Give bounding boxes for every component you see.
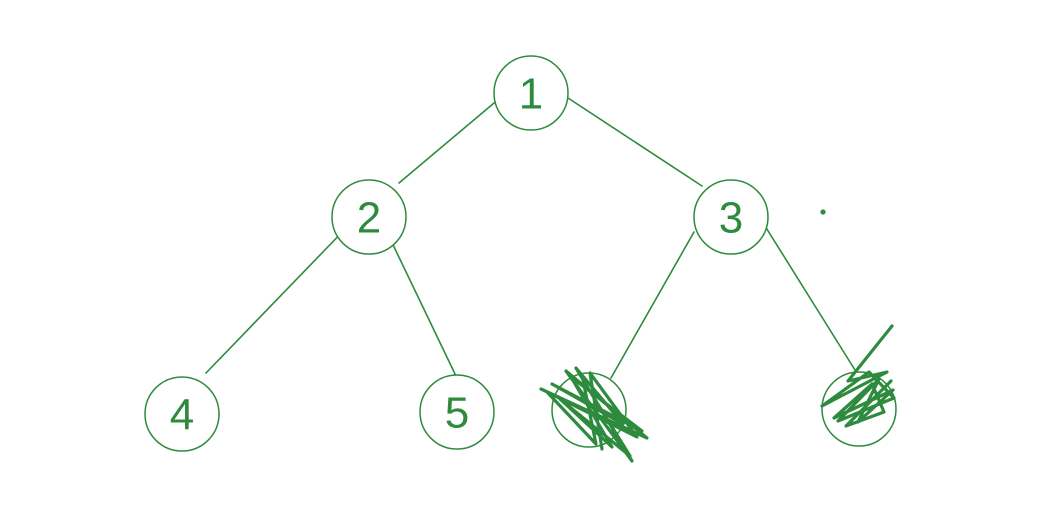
node-circle <box>331 179 407 255</box>
tree-node-n3: 3 <box>693 179 769 255</box>
edge-n2-n5 <box>383 225 457 377</box>
node-label: 1 <box>519 70 543 119</box>
node-circle <box>419 374 495 450</box>
node-circle <box>493 55 569 131</box>
tree-node-n5: 5 <box>419 374 495 450</box>
edge-n3-n7 <box>759 217 856 371</box>
edge-n3-n6 <box>610 231 695 379</box>
edge-n1-n3 <box>567 97 703 187</box>
node-circle <box>144 376 220 452</box>
crossed-out-marks <box>539 324 896 463</box>
tree-node-n7 <box>821 371 897 447</box>
stray-dot <box>820 209 826 215</box>
tree-edges <box>205 97 856 379</box>
tree-node-n1: 1 <box>493 55 569 131</box>
tree-node-n4: 4 <box>144 376 220 452</box>
node-label: 2 <box>357 194 381 243</box>
edge-n2-n4 <box>205 224 350 374</box>
node-label: 4 <box>170 391 194 440</box>
edge-n1-n2 <box>398 97 501 184</box>
scribble-mark-n6 <box>539 366 649 463</box>
node-circle <box>693 179 769 255</box>
tree-nodes: 1 2 3 4 5 <box>144 55 897 452</box>
tree-node-n2: 2 <box>331 179 407 255</box>
node-circle <box>821 371 897 447</box>
scribble-mark-n7 <box>820 324 896 428</box>
node-label: 3 <box>719 194 743 243</box>
node-label: 5 <box>445 389 469 438</box>
